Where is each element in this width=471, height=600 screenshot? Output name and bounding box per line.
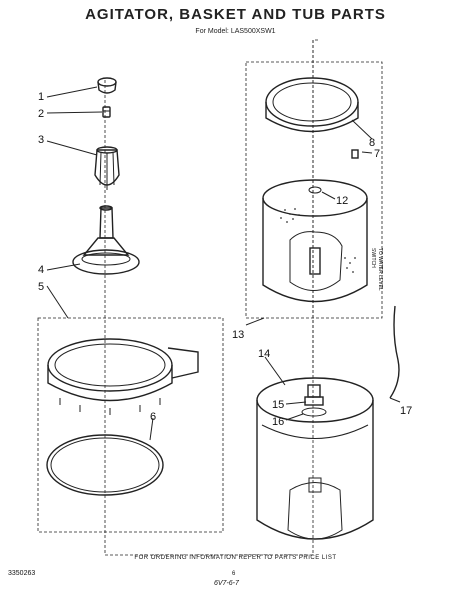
callout-5: 5 (38, 281, 44, 293)
balance-ring (265, 77, 359, 133)
spin-basket (262, 179, 368, 303)
tub-ring (47, 338, 199, 415)
ordering-info-note: FOR ORDERING INFORMATION REFER TO PARTS … (134, 555, 337, 561)
callout-3: 3 (38, 134, 44, 146)
callout-4: 4 (38, 264, 44, 276)
form-code: 6V7-6-7 (214, 580, 239, 587)
drive-hub (301, 384, 327, 417)
callout-17: 17 (400, 405, 412, 417)
basket-group-box (245, 61, 383, 319)
document-number: 3350263 (8, 570, 36, 577)
switch-label-line-1: TO WATER LEVEL (377, 248, 383, 291)
callout-15: 15 (272, 399, 284, 411)
pressure-hose (389, 305, 400, 399)
callout-12: 12 (336, 195, 348, 207)
callout-1: 1 (38, 91, 44, 103)
agitator-cap (97, 77, 117, 94)
switch-label-line-2: SWITCH (370, 248, 376, 268)
agitator-bolt (102, 106, 111, 118)
callout-2: 2 (38, 108, 44, 120)
callout-13: 13 (232, 329, 244, 341)
callout-14: 14 (258, 348, 270, 360)
page-number: 6 (232, 571, 236, 577)
assembly-center-line (104, 39, 320, 556)
water-level-switch-label: TO WATER LEVEL SWITCH (369, 248, 383, 291)
callout-6: 6 (150, 411, 156, 423)
basket-perforations (280, 208, 356, 273)
callout-7: 7 (374, 148, 380, 160)
ring-screw (351, 149, 359, 159)
outer-tub (256, 377, 374, 540)
agitator-base (72, 205, 140, 275)
tub-ring-group-box (37, 317, 224, 533)
callout-8: 8 (369, 137, 375, 149)
agitator-barrel (94, 146, 120, 190)
leader-lines (46, 86, 401, 441)
callout-16: 16 (272, 416, 284, 428)
tub-ring-gasket (46, 434, 164, 496)
model-subtitle: For Model: LAS500XSW1 (195, 28, 276, 35)
page-title: AGITATOR, BASKET AND TUB PARTS (85, 6, 386, 23)
